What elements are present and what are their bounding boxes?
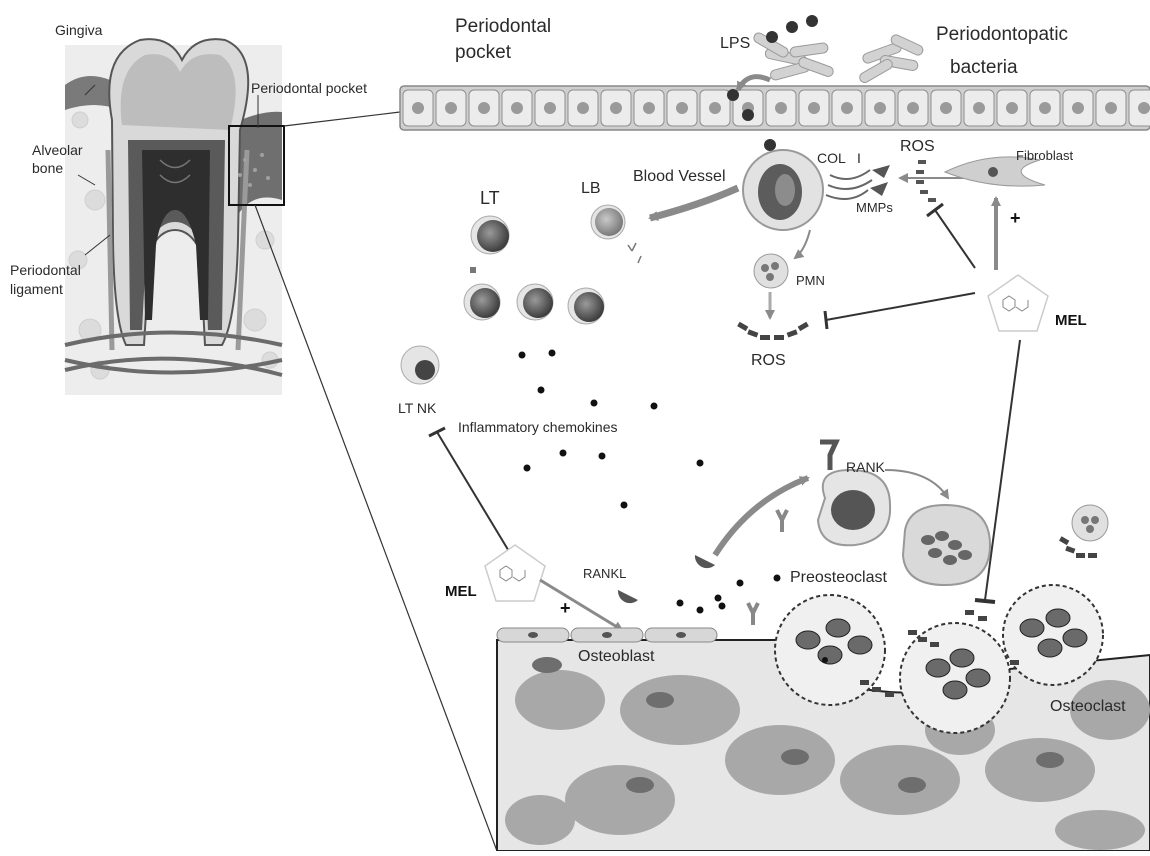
epithelial-nucleus	[973, 102, 985, 114]
chemokine-dots	[519, 350, 781, 614]
ros-top-arcs	[916, 160, 936, 202]
mel-right-molecule	[988, 275, 1048, 331]
blood-to-lb-arrow	[650, 188, 738, 218]
epithelial-nucleus	[676, 102, 688, 114]
zoom-line-bottom	[255, 205, 497, 851]
blood-vessel-label: Blood Vessel	[633, 168, 726, 186]
lt-nk-label: LT NK	[398, 400, 436, 416]
periodontal-ligament-label-2: ligament	[10, 281, 63, 297]
epithelial-nucleus	[1105, 102, 1117, 114]
collagen-fibers	[826, 170, 872, 199]
preosteoclast-label: Preosteoclast	[790, 569, 887, 587]
bacteria-cluster	[752, 31, 924, 84]
rankl-preosteoclast-arrow	[715, 478, 808, 555]
mmps-triangles	[870, 165, 890, 196]
rank-receptor-2	[777, 510, 787, 532]
zoom-line-top	[284, 112, 400, 126]
mel-osteoblast-arrow	[540, 580, 622, 630]
lps-label: LPS	[720, 35, 750, 53]
rankl-label: RANKL	[583, 566, 626, 581]
lt-label: LT	[480, 188, 500, 209]
osteoblast-label: Osteoblast	[578, 648, 654, 666]
rankl-shape	[618, 590, 638, 603]
epithelial-nucleus	[643, 102, 655, 114]
bacteria-label-2: bacteria	[950, 57, 1018, 79]
rankl-shape-2	[695, 555, 715, 568]
epithelial-nucleus	[808, 102, 820, 114]
mel-ltnk-inhibit	[429, 428, 510, 553]
preosteoclast-to-mature-arrow	[885, 470, 948, 498]
bacteria-label-1: Periodontopatic	[936, 24, 1068, 46]
blood-vessel-cell	[743, 150, 823, 230]
preosteoclast-cell	[818, 442, 890, 545]
epithelial-nucleus	[874, 102, 886, 114]
epithelial-nucleus	[709, 102, 721, 114]
epithelial-nucleus	[841, 102, 853, 114]
col-roman-label: I	[857, 150, 861, 166]
mel-ros-inhibit	[927, 204, 975, 268]
lb-label: LB	[581, 180, 601, 198]
epithelium-cells	[403, 90, 1150, 126]
periodontal-ligament-label-1: Periodontal	[10, 262, 81, 278]
pmn-cell	[754, 254, 788, 288]
gingiva-label: Gingiva	[55, 22, 102, 38]
alveolar-bone-label-2: bone	[32, 160, 63, 176]
osteoblast-layer	[497, 628, 717, 642]
epithelial-nucleus	[907, 102, 919, 114]
epithelial-nucleus	[1138, 102, 1150, 114]
epithelial-nucleus	[940, 102, 952, 114]
epithelial-nucleus	[577, 102, 589, 114]
osteoclast-1	[775, 595, 885, 705]
epithelial-nucleus	[478, 102, 490, 114]
small-immune-cell-right	[1072, 505, 1108, 541]
epithelial-nucleus	[544, 102, 556, 114]
epithelial-nucleus	[775, 102, 787, 114]
osteoclast-2	[900, 623, 1010, 733]
col-label: COL	[817, 150, 846, 166]
epithelial-nucleus	[445, 102, 457, 114]
epithelial-nucleus	[1006, 102, 1018, 114]
ros-bottom-arcs	[737, 322, 809, 340]
mel-left-molecule	[485, 545, 545, 601]
osteoclast-label: Osteoclast	[1050, 698, 1126, 716]
blood-to-pmn-arrow	[795, 230, 810, 258]
mel-right-label: MEL	[1055, 312, 1087, 329]
alveolar-bone-label-1: Alveolar	[32, 142, 83, 158]
mmps-label: MMPs	[856, 200, 893, 215]
epithelial-nucleus	[511, 102, 523, 114]
mel-pmn-ros-inhibit	[825, 293, 975, 329]
multinucleated-cell	[903, 505, 990, 585]
periodontal-pocket-title-1: Periodontal	[455, 16, 551, 38]
lt-nk-cell	[401, 346, 439, 384]
periodontal-pocket-small-label: Periodontal pocket	[251, 80, 367, 96]
fibroblast-label: Fibroblast	[1016, 148, 1073, 163]
epithelial-nucleus	[1072, 102, 1084, 114]
osteoclast-3	[1003, 585, 1103, 685]
rank-label: RANK	[846, 459, 885, 475]
rank-receptor-1	[748, 603, 758, 625]
periodontal-pocket-title-2: pocket	[455, 42, 511, 64]
plus-left-sign: +	[560, 598, 571, 619]
plus-right-sign: +	[1010, 208, 1021, 229]
epithelial-nucleus	[412, 102, 424, 114]
ros-top-label: ROS	[900, 138, 935, 156]
inflammatory-chemokines-label: Inflammatory chemokines	[458, 419, 618, 435]
epithelial-nucleus	[610, 102, 622, 114]
ros-bottom-label: ROS	[751, 352, 786, 370]
mel-left-label: MEL	[445, 583, 477, 600]
lymphocytes	[464, 205, 641, 324]
epithelial-nucleus	[1039, 102, 1051, 114]
pmn-label: PMN	[796, 273, 825, 288]
